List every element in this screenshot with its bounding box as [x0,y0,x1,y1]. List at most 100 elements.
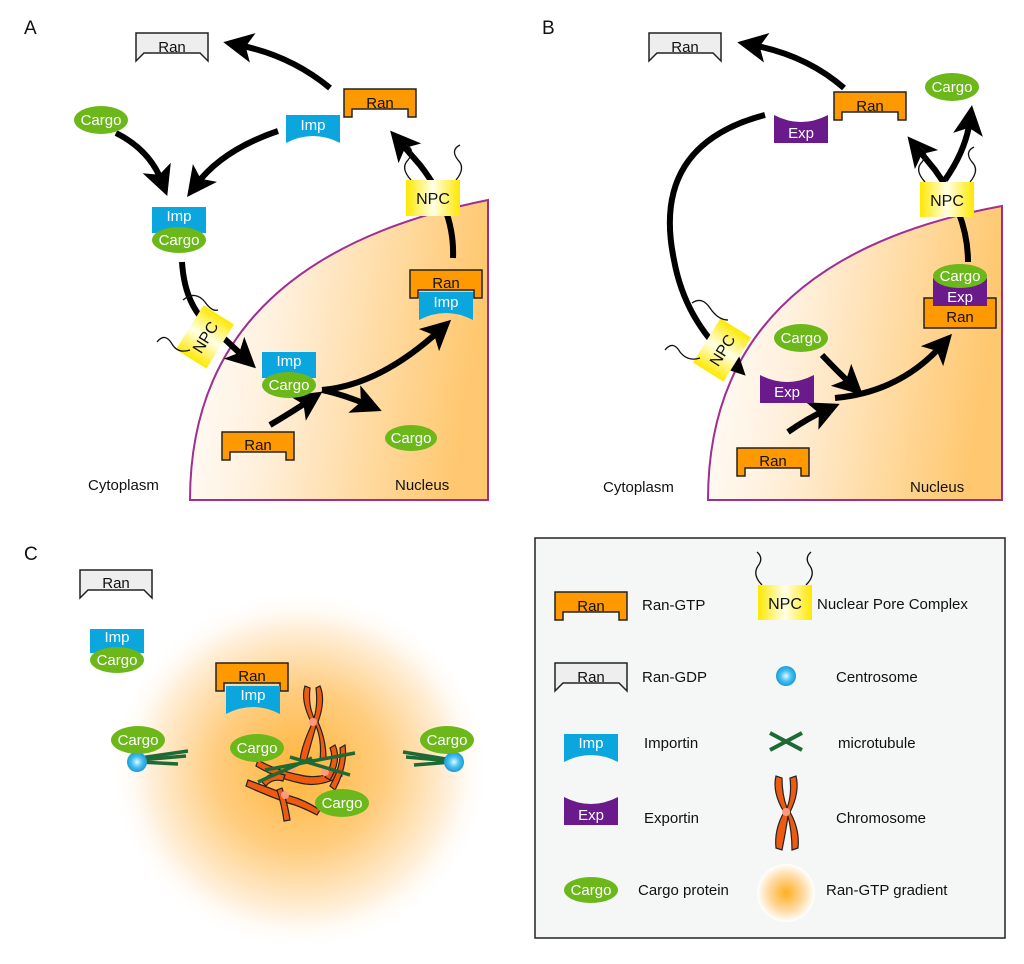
legend-importin-label: Importin [644,735,698,752]
ran-gdp-b-label: Ran [671,39,699,56]
npc-b-side-filament-1 [691,299,729,321]
legend-gradient-icon [757,864,815,922]
cargo-c-left [111,726,165,754]
cargo-b-out [925,73,979,101]
legend-exportin-glyph: Exp [578,807,604,824]
ran-gtp-b-top-label: Ran [856,98,884,115]
arrow-b-cargo-in [819,352,863,396]
panel-a-letter: A [24,18,37,39]
cargo-c-imp [90,647,144,673]
importin-a-complex-label: Imp [166,208,191,225]
npc-a-side-filament-2 [156,336,191,352]
npc-a-top: NPC [404,144,463,216]
nucleus-label-b: Nucleus [910,479,964,496]
ran-gtp-a-top-label: Ran [366,95,394,112]
nucleus-label-a: Nucleus [395,477,449,494]
arrow-a-cargo-to-complex [114,130,171,197]
ran-gtp-a-bottom-label: Ran [244,437,272,454]
legend-npc-icon: NPC [755,551,813,620]
legend-ran-gtp-label: Ran-GTP [642,597,705,614]
cargo-a-free-label: Cargo [81,112,122,129]
legend-cargo-label: Cargo protein [638,882,729,899]
ran-gtp-a-ranimp-label: Ran [432,275,460,292]
legend-importin-glyph: Imp [578,735,603,752]
arrow-b-exp-import [666,112,766,376]
ran-gtp-gradient [110,590,490,950]
cargo-a-nuc [262,372,316,398]
importin-a-nuc-label: Imp [276,353,301,370]
legend-ran-gtp-glyph: Ran [577,598,605,615]
panel-c-letter: C [24,544,38,565]
legend-ran-gdp-label: Ran-GDP [642,669,707,686]
microtubules-center [257,751,356,784]
legend-microtubule-label: microtubule [838,735,916,752]
cargo-c-imp-label: Cargo [97,652,138,669]
arrow-a-release-cargo [321,385,382,413]
cargo-a-complex [152,227,206,253]
cargo-c-lower-label: Cargo [322,795,363,812]
cargo-c-center [230,734,284,762]
arrow-a-to-rangdp [223,33,332,91]
legend-exportin-label: Exportin [644,810,699,827]
npc-a-side: NPC [175,305,235,369]
cargo-b-out-label: Cargo [932,79,973,96]
ran-gtp-c-label: Ran [238,668,266,685]
cytoplasm-label-b: Cytoplasm [603,479,674,496]
cargo-c-lower [315,789,369,817]
legend-npc-glyph: NPC [768,596,802,613]
npc-a-side-filament-1 [182,294,219,311]
panel-b-letter: B [542,18,555,39]
ran-gtp-b-complex-label: Ran [946,309,974,326]
cargo-a-released-label: Cargo [391,430,432,447]
cargo-b-complex-label: Cargo [940,268,981,285]
cargo-b-in [774,324,828,352]
importin-a-top-label: Imp [300,117,325,134]
importin-c-ranimp-label: Imp [240,687,265,704]
legend-npc-label: Nuclear Pore Complex [817,596,968,613]
legend-centrosome-label: Centrosome [836,669,918,686]
arrow-b-to-rangdp [737,32,846,91]
npc-b-top: NPC [918,146,977,217]
npc-b-side-filament-2 [664,344,701,360]
exportin-b-in-label: Exp [774,384,800,401]
centrosome-right [444,752,464,772]
legend-microtubule-icon [769,731,803,752]
legend-chromosome-label: Chromosome [836,810,926,827]
arrow-a-to-ranimp [321,319,452,393]
ran-gtp-b-bottom-label: Ran [759,453,787,470]
cargo-b-in-label: Cargo [781,330,822,347]
arrow-b-to-complex [834,333,952,401]
cargo-c-right [420,726,474,754]
legend-ran-gdp-glyph: Ran [577,669,605,686]
arrow-b-ran-in [786,402,840,435]
importin-a-ranimp-label: Imp [433,294,458,311]
legend-centrosome-icon [776,666,796,686]
exportin-b-complex-label: Exp [947,289,973,306]
legend-cargo-glyph: Cargo [571,882,612,899]
cargo-c-left-label: Cargo [118,732,159,749]
npc-b-side: NPC [692,318,752,382]
importin-c-label: Imp [104,629,129,646]
cargo-c-center-label: Cargo [237,740,278,757]
npc-b-top-label: NPC [930,193,964,210]
legend-gradient-label: Ran-GTP gradient [826,882,948,899]
exportin-b-top-label: Exp [788,125,814,142]
panel-a: A Ran Ran Imp Cargo Imp Cargo [24,18,489,501]
cargo-a-released [385,425,437,451]
arrow-b-export-cargo [942,105,983,182]
cargo-b-complex [933,264,987,288]
cargo-c-right-label: Cargo [427,732,468,749]
arrow-a-imp-to-complex [187,128,279,198]
arrow-a-ran-in [268,391,323,428]
cargo-a-complex-label: Cargo [159,232,200,249]
legend-cargo-icon [564,877,618,903]
centrosome-left [127,752,147,772]
ran-gdp-c-label: Ran [102,575,130,592]
panel-b: B Ran Ran Exp Cargo NPC NPC Exp [542,18,1003,501]
cargo-a-free [74,106,128,134]
ran-gdp-a-label: Ran [158,39,186,56]
panel-c: C Ran Imp Cargo Ran Imp [24,544,490,950]
npc-a-top-label: NPC [416,191,450,208]
legend-chromosome-icon [774,775,799,851]
